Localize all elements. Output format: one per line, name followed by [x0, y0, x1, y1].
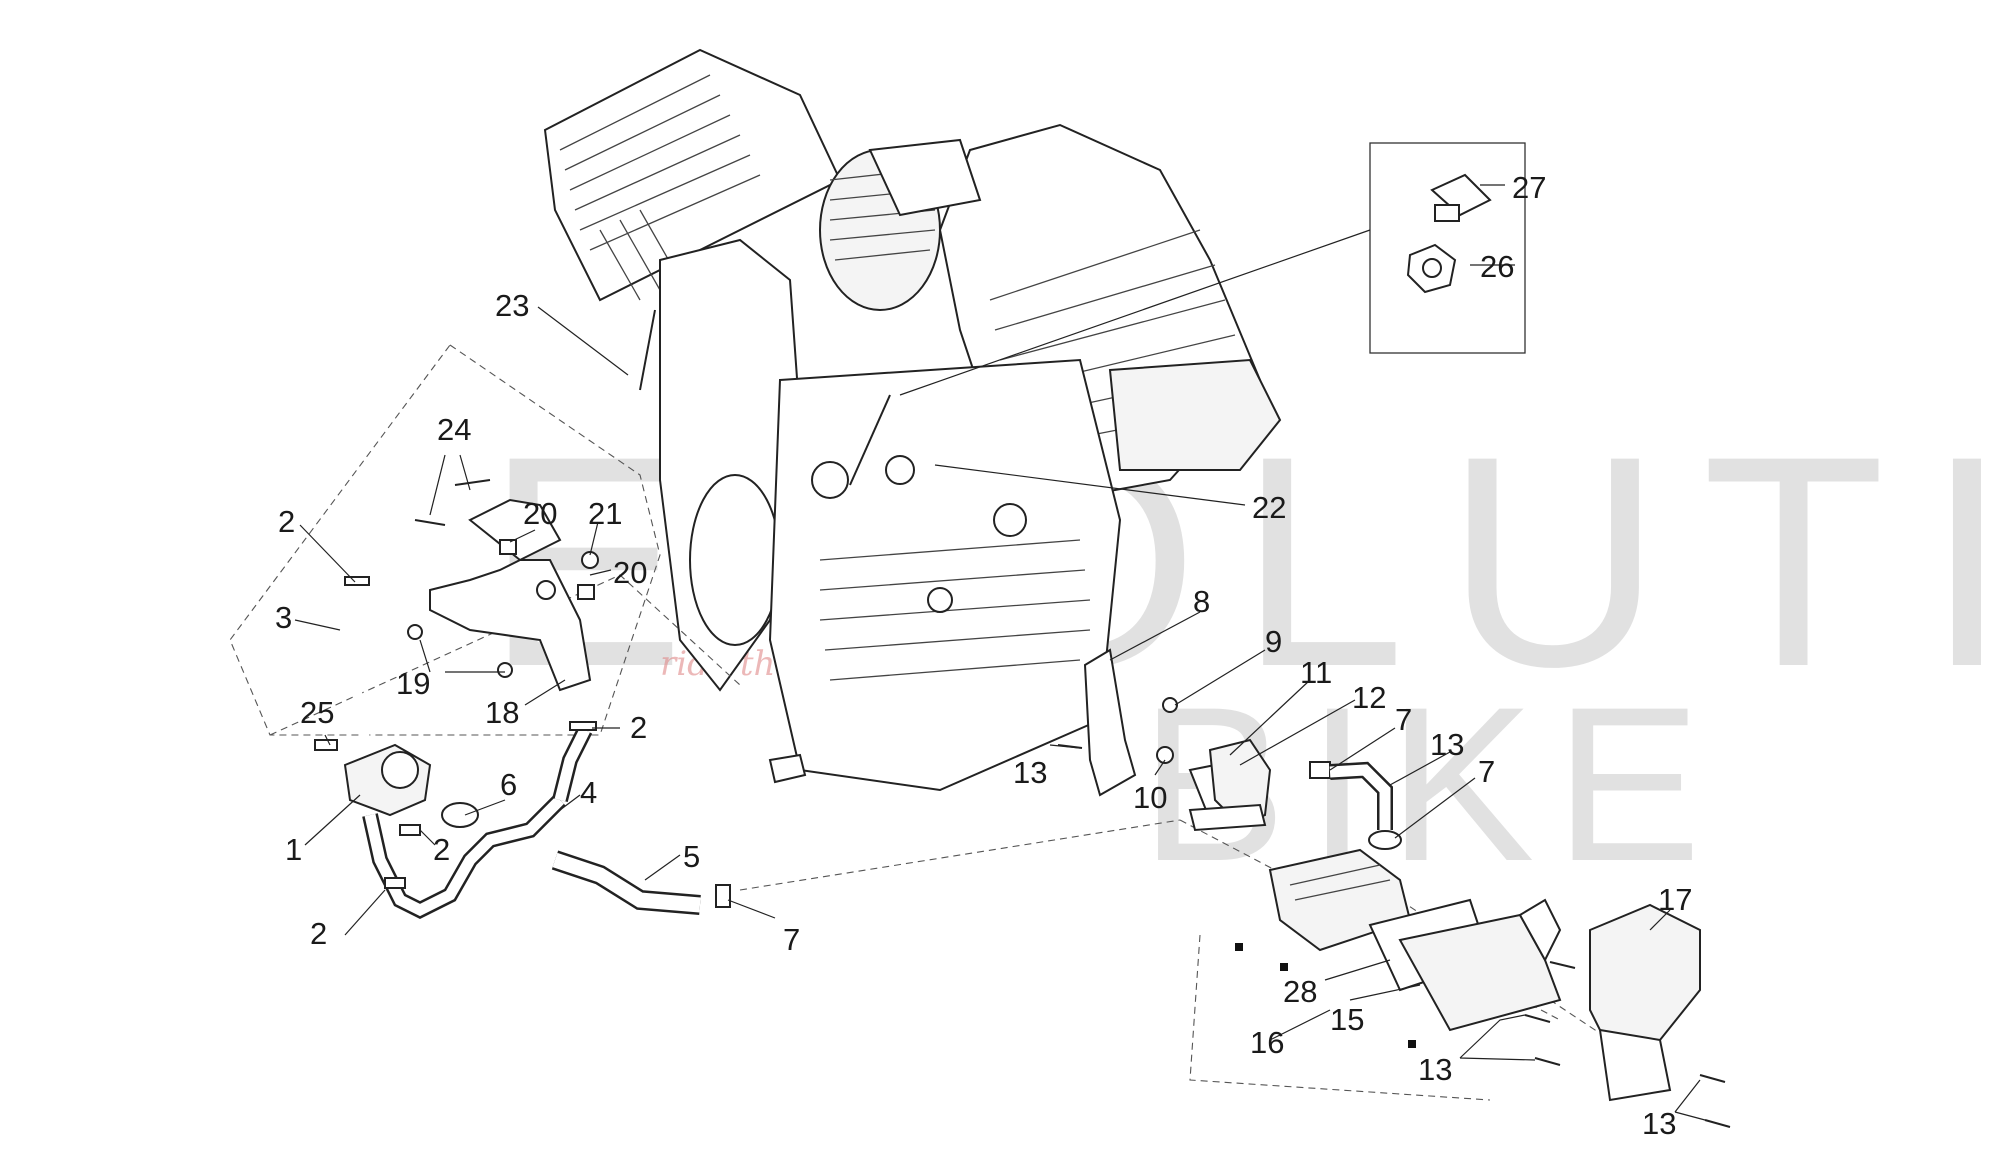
- part-8-bracket: [1083, 648, 1137, 797]
- inset-box: [1369, 142, 1526, 354]
- callout-9: 9: [1265, 624, 1282, 659]
- callout-3: 3: [275, 600, 292, 635]
- callout-28: 28: [1283, 974, 1317, 1009]
- callout-8: 8: [1193, 584, 1210, 619]
- right-parts: [1057, 648, 1731, 1128]
- callout-4: 4: [580, 775, 597, 810]
- callout-2: 2: [310, 916, 327, 951]
- callout-6: 6: [500, 767, 517, 802]
- callout-7: 7: [1395, 702, 1412, 737]
- callout-2: 2: [433, 832, 450, 867]
- part-7-clip-left: [715, 884, 731, 908]
- part-6-clamp: [441, 802, 479, 828]
- callout-20: 20: [613, 555, 647, 590]
- part-15-filter: [1398, 913, 1562, 1032]
- callout-10: 10: [1133, 780, 1167, 815]
- grouping-lines: [229, 142, 1641, 1101]
- callout-26: 26: [1480, 249, 1514, 284]
- callout-20: 20: [523, 496, 557, 531]
- callout-15: 15: [1330, 1002, 1364, 1037]
- callout-7: 7: [783, 922, 800, 957]
- callout-2: 2: [278, 504, 295, 539]
- crankcase: [768, 358, 1122, 792]
- part-23-rod: [639, 309, 656, 391]
- part-24-tube: [849, 394, 891, 486]
- callout-14: 13: [1430, 727, 1464, 762]
- part-2-clamp-hose4: [569, 721, 597, 731]
- front-cover-boss: [689, 474, 781, 646]
- callout-1: 1: [285, 832, 302, 867]
- callout-25: 25: [300, 695, 334, 730]
- part-2-clamp-top: [344, 576, 370, 586]
- callout-24: 22: [1252, 490, 1286, 525]
- part-12-clip: [1309, 761, 1331, 779]
- callout-11: 11: [1300, 655, 1332, 690]
- callout-13: 13: [1013, 755, 1047, 790]
- callout-17: 17: [1658, 882, 1692, 917]
- callout-13: 13: [1418, 1052, 1452, 1087]
- callout-21: 21: [588, 496, 622, 531]
- callout-23: 23: [495, 288, 529, 323]
- part-7-clamp-right: [1368, 830, 1402, 850]
- leader-lines: [294, 184, 1706, 1121]
- callout-5: 5: [683, 839, 700, 874]
- callout-7: 7: [1478, 754, 1495, 789]
- right-cylinder-cover: [1108, 358, 1282, 471]
- part-17-cover: [1589, 903, 1701, 1052]
- callout-19: 19: [396, 666, 430, 701]
- callout-12: 12: [1352, 680, 1386, 715]
- rod-parts: [639, 309, 891, 486]
- engine-assembly: [543, 48, 1282, 792]
- callout-18: 18: [485, 695, 519, 730]
- callout-27: 27: [1512, 170, 1546, 205]
- callout-13: 13: [1642, 1106, 1676, 1141]
- part-11-valve: [1208, 738, 1272, 827]
- callout-labels: 2 3 25 1 2 2 6 4 2 5 7 19 18 24 20 21 20…: [275, 170, 1692, 1141]
- callout-2: 2: [630, 710, 647, 745]
- inset-parts: [1406, 173, 1492, 294]
- left-parts: [314, 479, 731, 919]
- throttle-body: [868, 138, 982, 217]
- callout-22: 24: [437, 412, 471, 447]
- callout-16: 16: [1250, 1025, 1284, 1060]
